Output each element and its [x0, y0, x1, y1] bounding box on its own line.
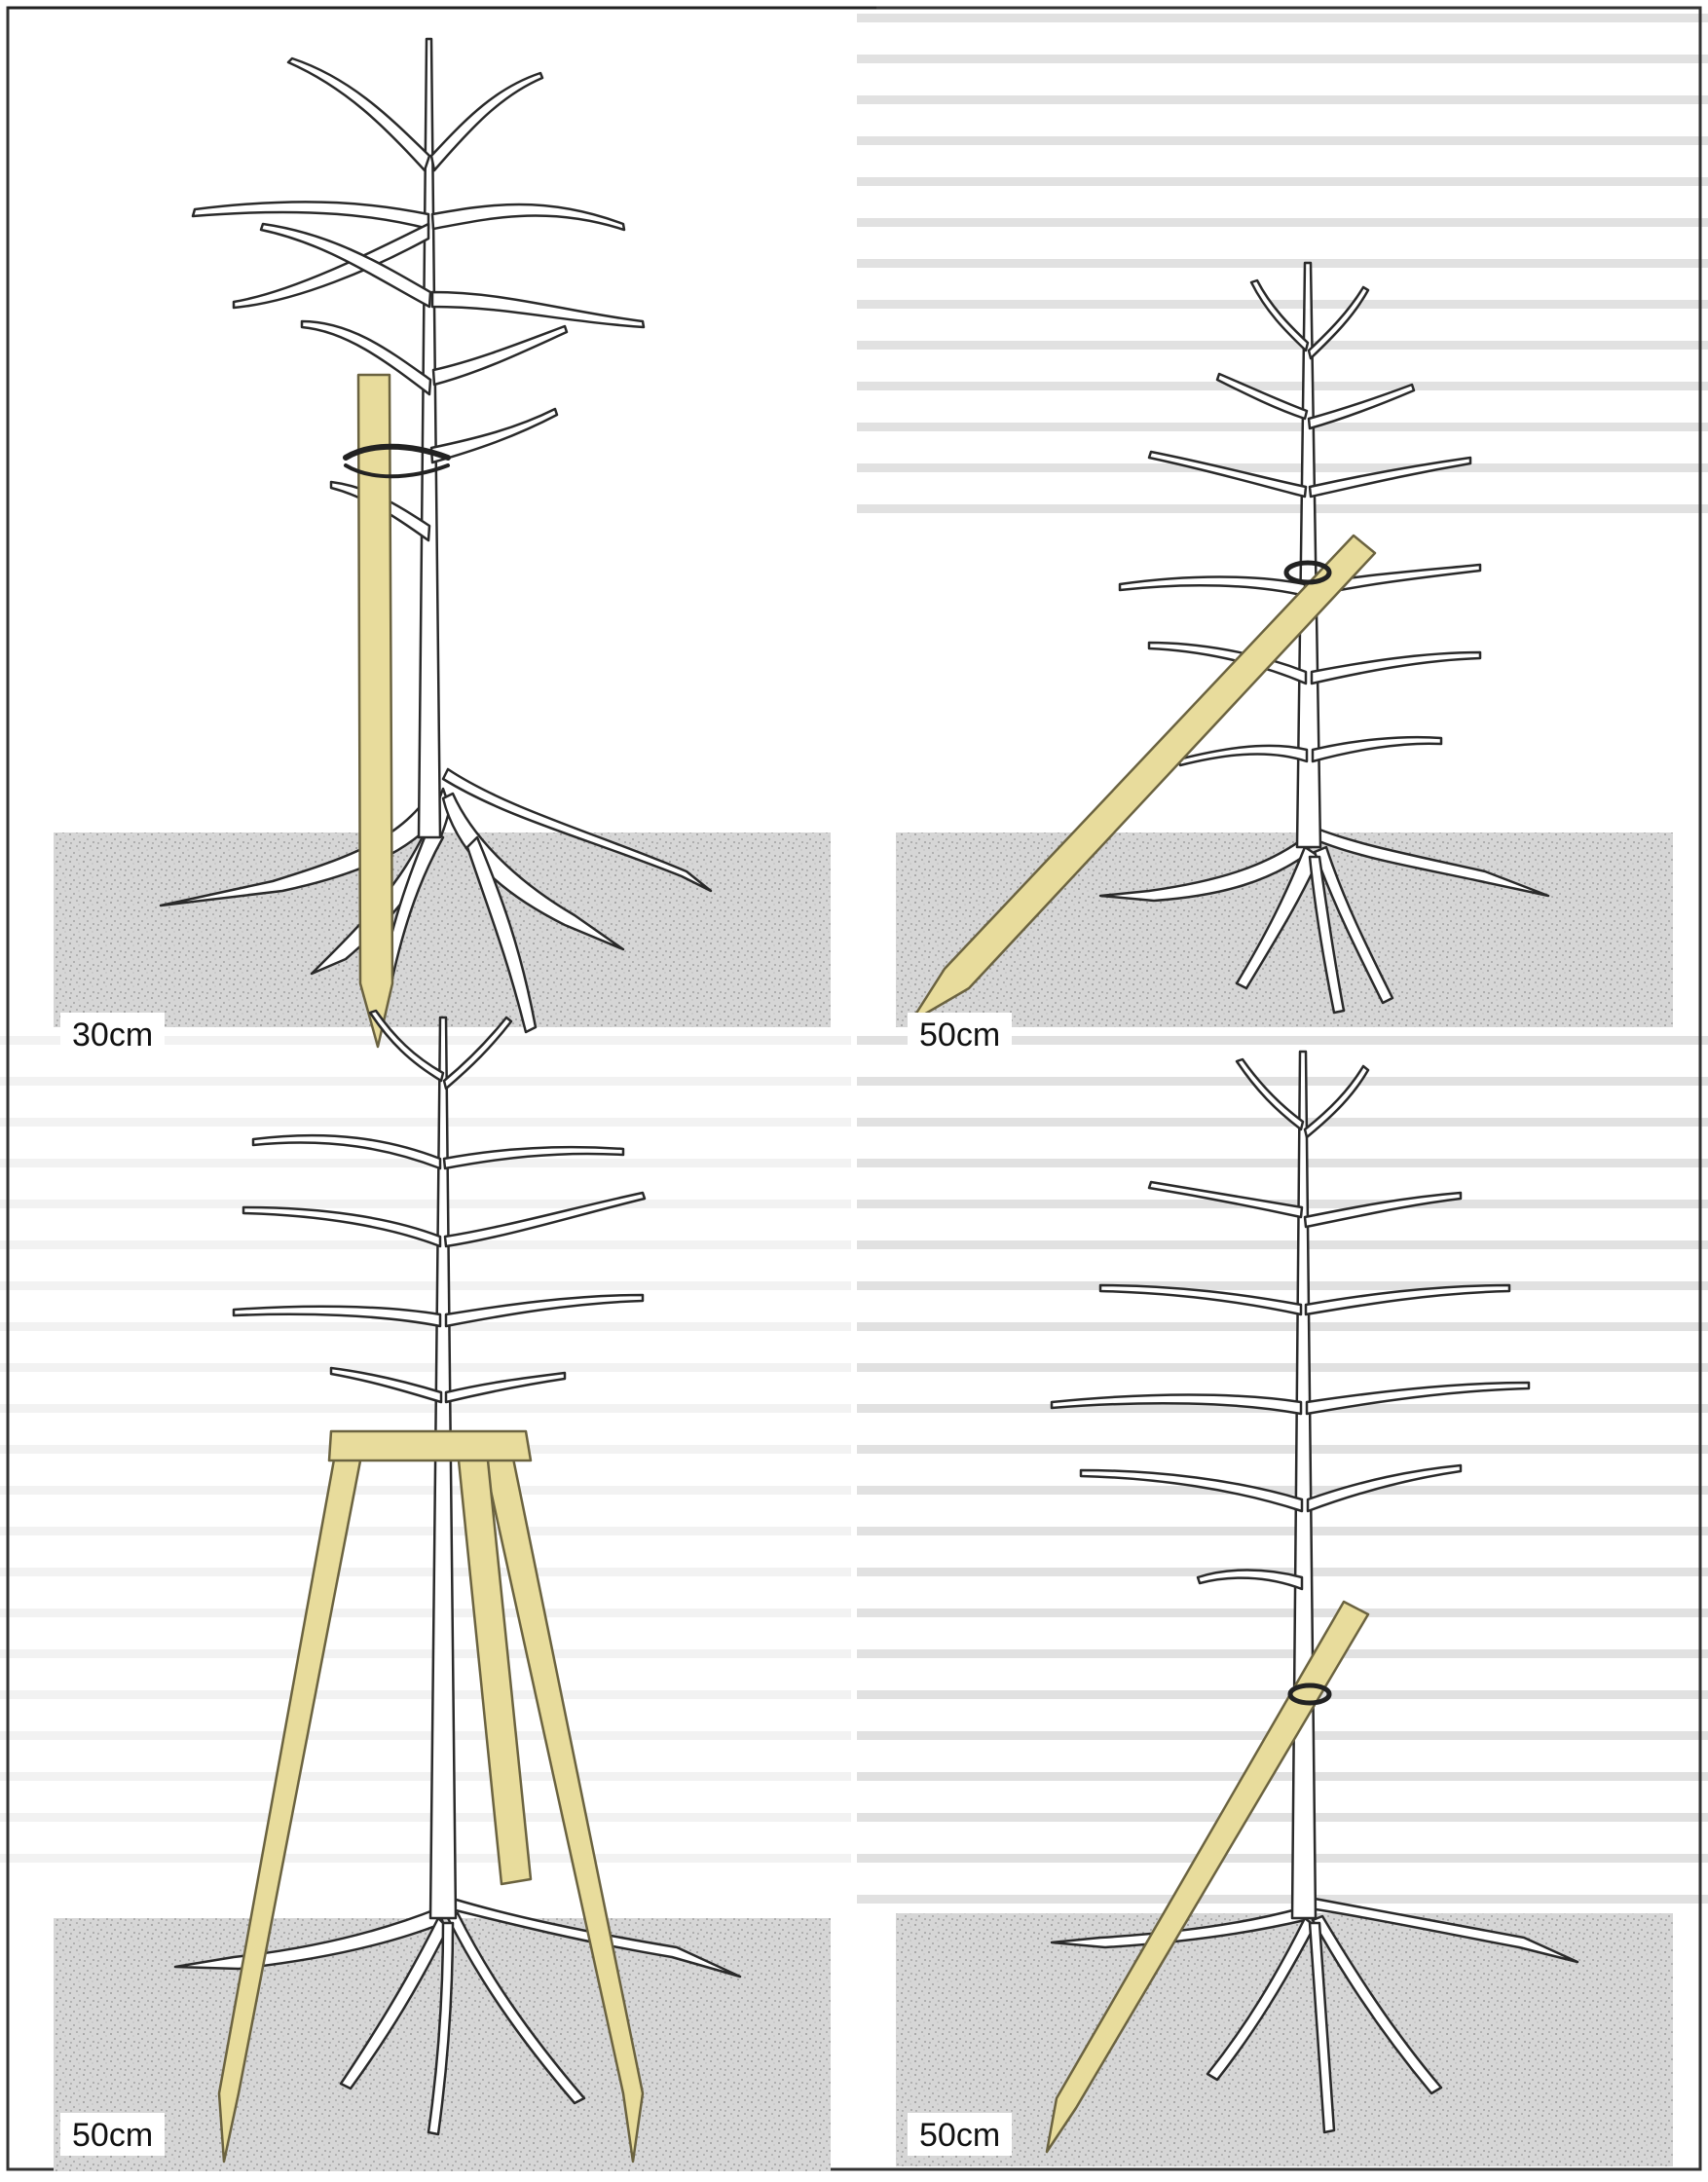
faded-text-block-top — [857, 0, 1708, 516]
soil-band — [54, 832, 831, 1027]
depth-label: 50cm — [908, 1013, 1012, 1055]
depth-label: 50cm — [60, 2113, 165, 2156]
faded-text-block-middle — [857, 1013, 1708, 1928]
depth-label: 50cm — [908, 2113, 1012, 2156]
depth-label: 30cm — [60, 1013, 165, 1055]
